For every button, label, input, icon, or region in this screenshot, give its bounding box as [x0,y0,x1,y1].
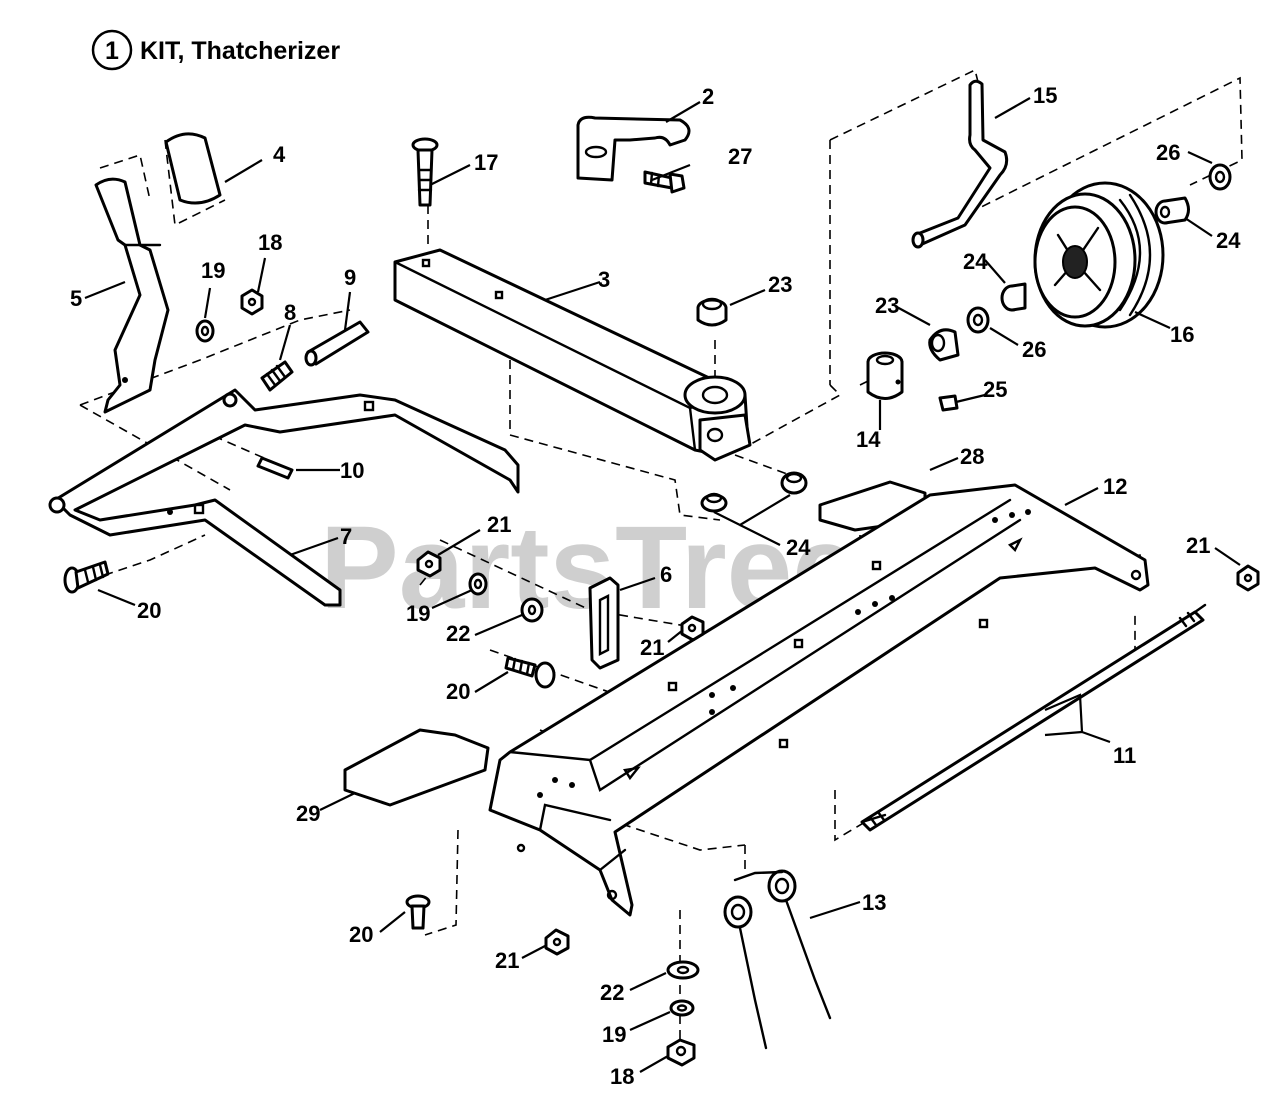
leader-lines [84,97,1241,1073]
part-9-pin [304,320,370,367]
part-24-bushing-wheel-right [1154,196,1190,225]
label-5: 5 [70,286,82,311]
part-24-bushing-left [700,492,728,513]
label-27: 27 [728,144,752,169]
part-17-bolt [411,137,439,207]
label-13: 13 [862,890,886,915]
label-19-lower: 19 [602,1022,626,1047]
part-24-bushing-right [780,471,808,495]
part-20-bolt-lower [405,894,431,930]
part-7-lever-arm [48,388,520,607]
part-21-nut-right [1236,564,1260,592]
part-22-washer-middle [520,597,544,623]
title-number: 1 [105,37,119,65]
part-19-washer-middle [468,572,488,596]
part-3-arm [393,248,752,462]
part-11-rod [860,603,1207,832]
label-26-middle: 26 [1022,337,1046,362]
part-21-nut-upper [416,550,442,578]
label-15: 15 [1033,83,1057,108]
label-18: 18 [258,230,282,255]
label-25: 25 [983,377,1007,402]
part-12-frame [488,483,1150,917]
label-6: 6 [660,562,672,587]
part-5-handle [94,177,170,414]
label-2: 2 [702,84,714,109]
part-23-bushing-side [928,328,960,362]
part-19-washer-upper [195,319,215,343]
label-23: 23 [768,272,792,297]
label-12: 12 [1103,474,1127,499]
label-19: 19 [201,258,225,283]
part-4-grip [164,132,222,205]
label-18-lower: 18 [610,1064,634,1089]
label-4: 4 [273,142,286,167]
label-20-middle: 20 [446,679,470,704]
label-16: 16 [1170,322,1194,347]
label-21-middle: 21 [640,635,664,660]
callout-labels: 2 3 4 5 6 7 8 9 10 11 12 13 14 15 16 17 … [70,83,1241,1089]
part-8-spring [260,360,294,392]
label-19-middle: 19 [406,601,430,626]
label-22: 22 [446,621,470,646]
label-11: 11 [1113,743,1136,768]
label-21-lower: 21 [495,948,519,973]
part-10-pin [256,456,294,480]
part-14-collar [866,351,904,400]
label-24: 24 [786,535,811,560]
part-22-washer-lower [666,960,700,980]
part-26-washer-right [1208,163,1232,191]
part-26-washer-middle [966,306,990,334]
part-19-washer-lower [669,999,695,1017]
label-22-lower: 22 [600,980,624,1005]
label-20: 20 [137,598,161,623]
part-25-setscrew [938,394,959,412]
part-23-bushing-upper [696,297,728,327]
part-21-nut-middle [680,615,705,642]
title-text: KIT, Thatcherizer [140,37,340,65]
label-29: 29 [296,801,320,826]
part-6-plate [588,576,620,670]
label-21: 21 [487,512,511,537]
part-20-bolt-left [63,560,110,594]
label-20-lower: 20 [349,922,373,947]
title-block: 1 KIT, Thatcherizer [91,29,340,71]
label-9: 9 [344,265,356,290]
part-18-nut-lower [666,1038,696,1067]
label-21-right: 21 [1186,533,1210,558]
label-17: 17 [474,150,498,175]
part-13-tines [723,869,832,1050]
part-16-wheel [1033,181,1165,329]
label-3: 3 [598,267,610,292]
label-24-right: 24 [1216,228,1241,253]
label-23-side: 23 [875,293,899,318]
label-8: 8 [284,300,296,325]
part-21-nut-lower [544,928,570,956]
part-2-bracket [576,115,691,182]
title-number-circle [91,29,133,71]
part-18-nut-upper [240,288,264,316]
label-24-upper: 24 [963,249,988,274]
label-26: 26 [1156,140,1180,165]
label-7: 7 [340,524,352,549]
part-15-axle [911,79,1009,249]
label-28: 28 [960,444,984,469]
part-29-decal [343,728,490,807]
label-10: 10 [340,458,364,483]
part-24-bushing-wheel-left [1000,282,1027,312]
part-20-bolt-middle [504,656,556,689]
label-14: 14 [856,427,881,452]
